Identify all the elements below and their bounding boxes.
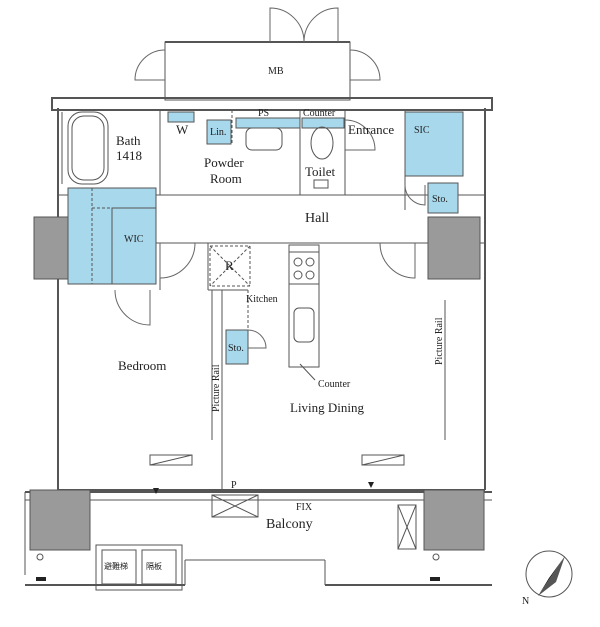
ps-strip xyxy=(235,117,301,129)
label-fix: FIX xyxy=(296,502,313,513)
label-powder: Powder xyxy=(204,155,244,170)
kitchen-counter xyxy=(288,244,320,368)
fixtures xyxy=(67,110,464,365)
balcony-crate xyxy=(211,494,259,518)
compass-label: N xyxy=(522,596,529,607)
column xyxy=(427,216,481,280)
labels: MB PS Counter Entrance SIC Bath 1418 W L… xyxy=(104,66,448,571)
plumbing xyxy=(61,111,334,368)
label-mb: MB xyxy=(268,66,284,77)
label-bedroom: Bedroom xyxy=(118,358,166,373)
fridge-space xyxy=(209,245,251,287)
column xyxy=(29,489,91,551)
kitchen-sink xyxy=(293,307,315,343)
label-hall: Hall xyxy=(305,211,329,226)
label-kitchen: Kitchen xyxy=(246,294,278,305)
counter-strip xyxy=(301,117,345,129)
label-w: W xyxy=(176,122,189,137)
label-sic: SIC xyxy=(414,125,430,136)
label-counter-bottom: Counter xyxy=(318,379,351,390)
column xyxy=(423,489,485,551)
label-bath: Bath xyxy=(116,133,141,148)
w-box xyxy=(167,111,195,123)
sink xyxy=(245,127,283,151)
lin-box xyxy=(206,119,232,145)
label-picture-rail-right: Picture Rail xyxy=(434,317,445,365)
fixtures-misc xyxy=(36,290,446,591)
label-balcony: Balcony xyxy=(266,517,313,532)
doors xyxy=(114,7,426,349)
label-sto-kitchen: Sto. xyxy=(228,343,244,354)
label-room: Room xyxy=(210,171,242,186)
label-unit-left: 避難梯 xyxy=(104,561,128,571)
label-bath-size: 1418 xyxy=(116,148,142,163)
label-toilet: Toilet xyxy=(305,164,336,179)
label-unit-right: 隔板 xyxy=(146,561,162,571)
compass: N xyxy=(522,550,573,607)
label-counter-top: Counter xyxy=(303,108,336,119)
columns xyxy=(29,216,485,551)
label-sto-entrance: Sto. xyxy=(432,194,448,205)
label-entrance: Entrance xyxy=(348,122,394,137)
sto-kitchen-box xyxy=(225,329,249,365)
toilet-bowl xyxy=(310,126,334,160)
bathtub xyxy=(67,111,109,185)
label-p: P xyxy=(231,480,237,491)
label-living-dining: Living Dining xyxy=(290,400,365,415)
label-r: R xyxy=(225,258,234,273)
label-lin: Lin. xyxy=(210,127,226,138)
label-wic: WIC xyxy=(124,234,144,245)
label-picture-rail-left: Picture Rail xyxy=(211,364,222,412)
sto-entrance-box xyxy=(427,182,459,214)
sic-shelving xyxy=(404,111,464,177)
label-ps: PS xyxy=(258,108,269,119)
cooktop xyxy=(288,251,320,285)
